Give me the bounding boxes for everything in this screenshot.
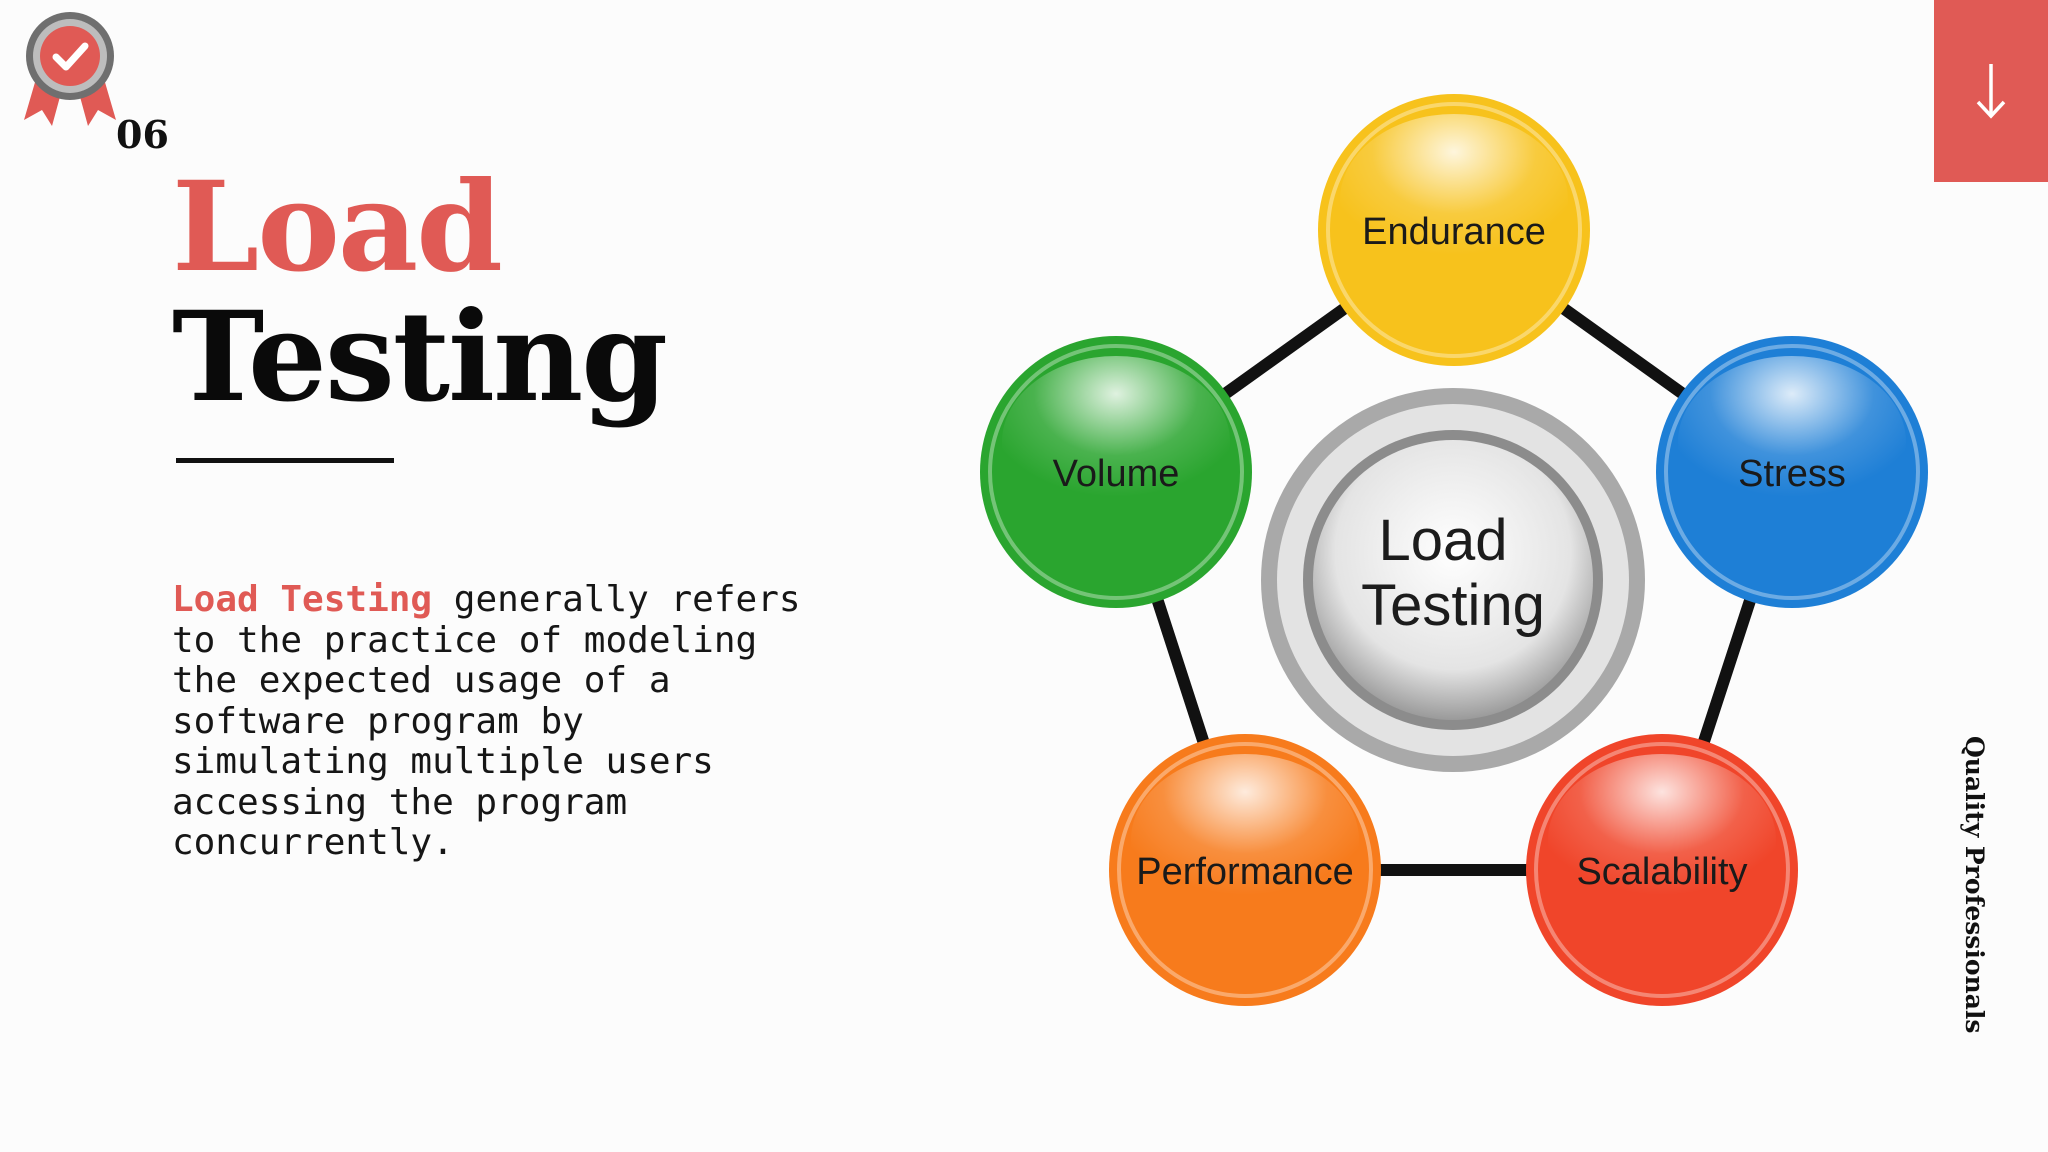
title-line-testing: Testing xyxy=(172,285,668,430)
center-label-line1: Load xyxy=(1378,508,1507,573)
slide-number: 06 xyxy=(116,112,169,157)
node-scalability: Scalability xyxy=(1526,734,1798,1006)
scroll-down-button[interactable] xyxy=(1934,0,2048,182)
description-paragraph: Load Testing generally refers to the pra… xyxy=(172,579,812,864)
node-label: Volume xyxy=(1053,453,1180,495)
node-label: Scalability xyxy=(1576,851,1747,893)
node-label: Stress xyxy=(1738,453,1846,495)
brand-name: Quality Professionals xyxy=(1960,736,1989,1034)
node-volume: Volume xyxy=(980,336,1252,608)
award-ribbon-check-icon xyxy=(24,12,116,126)
description-text: generally refers to the practice of mode… xyxy=(172,579,801,863)
node-endurance: Endurance xyxy=(1318,94,1590,366)
title-line-load: Load xyxy=(172,155,503,300)
node-performance: Performance xyxy=(1109,734,1381,1006)
center-label-line2: Testing xyxy=(1361,573,1545,638)
description-highlight: Load Testing xyxy=(172,579,433,620)
node-stress: Stress xyxy=(1656,336,1928,608)
center-node: Load Testing xyxy=(1261,388,1645,772)
node-label: Performance xyxy=(1136,851,1354,893)
node-label: Endurance xyxy=(1362,211,1546,253)
title-underline xyxy=(176,458,394,463)
arrow-down-icon xyxy=(1976,64,2006,119)
